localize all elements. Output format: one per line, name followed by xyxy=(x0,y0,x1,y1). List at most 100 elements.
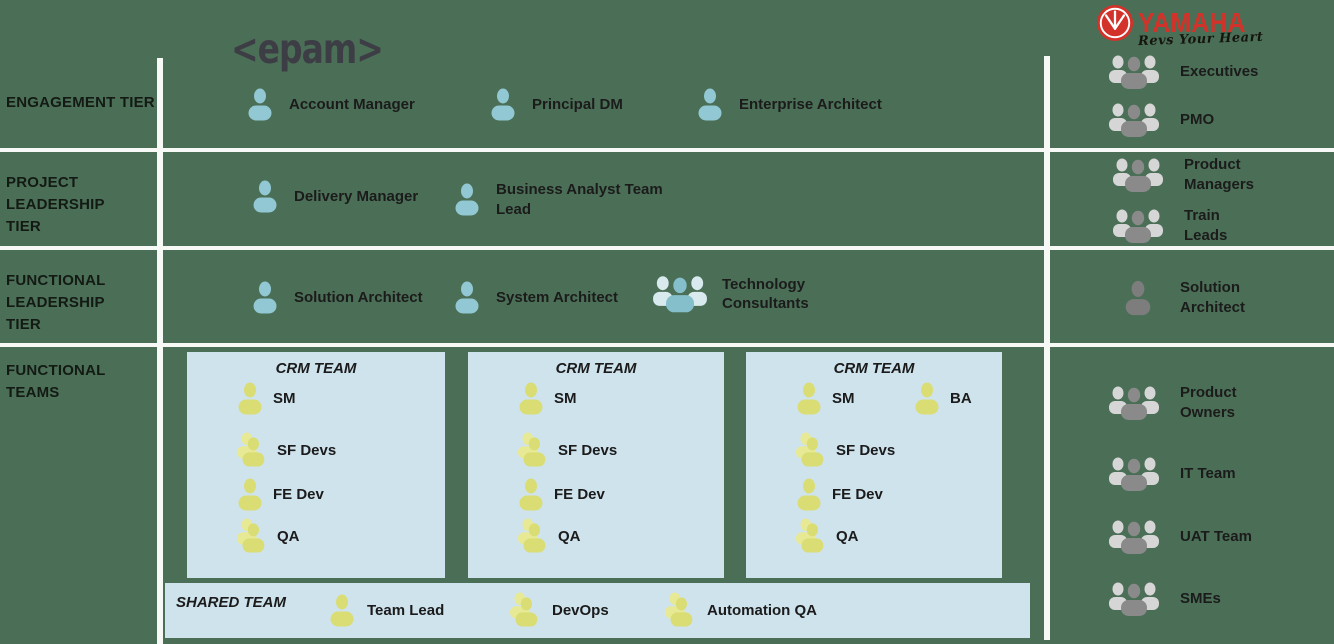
role-label: Automation QA xyxy=(707,601,817,619)
role-item-pmo: PMO xyxy=(1108,102,1214,138)
yamaha-column-divider xyxy=(1044,56,1050,640)
person-icon xyxy=(452,281,482,314)
person-icon xyxy=(235,478,265,511)
yamaha-tuning-fork-icon xyxy=(1096,4,1134,42)
role-item-fe-dev: FE Dev xyxy=(794,478,883,511)
person-icon xyxy=(250,180,280,213)
shared-team-box: SHARED TEAM Team Lead DevOps Automation … xyxy=(165,583,1030,638)
role-label: Enterprise Architect xyxy=(739,95,882,113)
person-icon xyxy=(516,478,546,511)
tier-divider-3 xyxy=(0,343,1334,347)
role-label: Principal DM xyxy=(532,95,623,113)
role-item-principal-dm: Principal DM xyxy=(488,88,623,121)
role-label: Account Manager xyxy=(289,95,415,113)
tier-label-engagement: ENGAGEMENT TIER xyxy=(6,94,155,111)
person-icon xyxy=(452,183,482,216)
crm-team-title: CRM TEAM xyxy=(555,360,637,377)
role-label: FE Dev xyxy=(273,485,324,503)
role-item-client-solution-architect: Solution Architect xyxy=(1122,278,1262,317)
role-label: Solution Architect xyxy=(294,288,423,306)
person-icon xyxy=(327,594,357,627)
role-item-train-leads: Train Leads xyxy=(1112,206,1234,245)
yamaha-wordmark: YAMAHA xyxy=(1138,8,1246,39)
role-item-ba: BA xyxy=(912,382,972,415)
role-label: Business Analyst Team Lead xyxy=(496,181,663,218)
crm-team-box-2: CRM TEAM SM SF Devs FE Dev QA xyxy=(468,352,724,578)
people-group-icon xyxy=(652,272,708,316)
role-item-enterprise-architect: Enterprise Architect xyxy=(695,88,882,121)
role-label: SM xyxy=(273,389,296,407)
role-item-qa: QA xyxy=(235,518,300,555)
people-group-icon xyxy=(1108,581,1160,617)
person-icon xyxy=(912,382,942,415)
tier-label-project-leadership: PROJECT LEADERSHIP TIER xyxy=(6,174,105,235)
yamaha-tagline: Revs Your Heart xyxy=(1137,29,1264,50)
people-group-icon xyxy=(1112,208,1164,244)
role-item-executives: Executives xyxy=(1108,54,1258,90)
people-group-icon xyxy=(1112,157,1164,193)
person-icon xyxy=(250,281,280,314)
role-item-account-manager: Account Manager xyxy=(245,88,415,121)
role-label: FE Dev xyxy=(832,485,883,503)
role-label: SM xyxy=(554,389,577,407)
tier-label-functional-teams: FUNCTIONAL TEAMS xyxy=(6,362,106,401)
role-item-sf-devs: SF Devs xyxy=(794,432,895,469)
role-item-qa: QA xyxy=(516,518,581,555)
role-item-sm: SM xyxy=(235,382,296,415)
role-item-business-analyst-team-lead: Business Analyst Team Lead xyxy=(452,180,671,219)
role-label: DevOps xyxy=(552,601,609,619)
person-icon xyxy=(245,88,275,121)
two-people-icon xyxy=(663,592,697,629)
role-item-sm: SM xyxy=(516,382,577,415)
role-label: IT Team xyxy=(1180,465,1236,483)
role-label: PMO xyxy=(1180,111,1215,129)
role-item-devops: DevOps xyxy=(508,592,609,629)
epam-column-divider xyxy=(157,58,163,644)
person-icon xyxy=(695,88,725,121)
people-group-icon xyxy=(1108,385,1160,421)
role-label: QA xyxy=(836,527,859,545)
yamaha-logo: YAMAHA xyxy=(1096,4,1245,42)
tier-divider-1 xyxy=(0,148,1334,152)
role-label: SF Devs xyxy=(836,441,896,459)
role-item-technology-consultants: Technology Consultants xyxy=(652,272,830,316)
two-people-icon xyxy=(235,518,269,555)
role-item-delivery-manager: Delivery Manager xyxy=(250,180,418,213)
crm-team-title: CRM TEAM xyxy=(275,360,357,377)
two-people-icon xyxy=(794,432,828,469)
role-label: QA xyxy=(558,527,581,545)
role-item-automation-qa: Automation QA xyxy=(663,592,817,629)
person-icon xyxy=(516,382,546,415)
role-item-uat-team: UAT Team xyxy=(1108,519,1252,555)
role-label: Product Owners xyxy=(1180,384,1237,421)
epam-logo: <epam> xyxy=(231,24,384,73)
two-people-icon xyxy=(516,518,550,555)
person-icon xyxy=(235,382,265,415)
shared-team-title: SHARED TEAM xyxy=(176,594,287,611)
two-people-icon xyxy=(235,432,269,469)
role-label: System Architect xyxy=(496,288,618,306)
people-group-icon xyxy=(1108,456,1160,492)
role-item-qa: QA xyxy=(794,518,859,555)
crm-team-title: CRM TEAM xyxy=(833,360,915,377)
role-item-fe-dev: FE Dev xyxy=(516,478,605,511)
role-item-solution-architect: Solution Architect xyxy=(250,281,423,314)
role-item-team-lead: Team Lead xyxy=(327,594,444,627)
role-item-sf-devs: SF Devs xyxy=(235,432,336,469)
role-label: BA xyxy=(950,389,972,407)
role-label: SMEs xyxy=(1180,590,1221,608)
role-label: SF Devs xyxy=(277,441,337,459)
role-item-smes: SMEs xyxy=(1108,581,1221,617)
role-label: Executives xyxy=(1180,63,1259,81)
person-icon xyxy=(1122,280,1154,316)
two-people-icon xyxy=(794,518,828,555)
role-label: Team Lead xyxy=(367,601,445,619)
role-label: Product Managers xyxy=(1184,156,1255,193)
role-item-fe-dev: FE Dev xyxy=(235,478,324,511)
role-item-sm: SM xyxy=(794,382,855,415)
role-label: QA xyxy=(277,527,300,545)
role-item-system-architect: System Architect xyxy=(452,281,618,314)
role-item-product-owners: Product Owners xyxy=(1108,383,1252,422)
role-item-sf-devs: SF Devs xyxy=(516,432,617,469)
crm-team-box-1: CRM TEAM SM SF Devs FE Dev QA xyxy=(187,352,445,578)
